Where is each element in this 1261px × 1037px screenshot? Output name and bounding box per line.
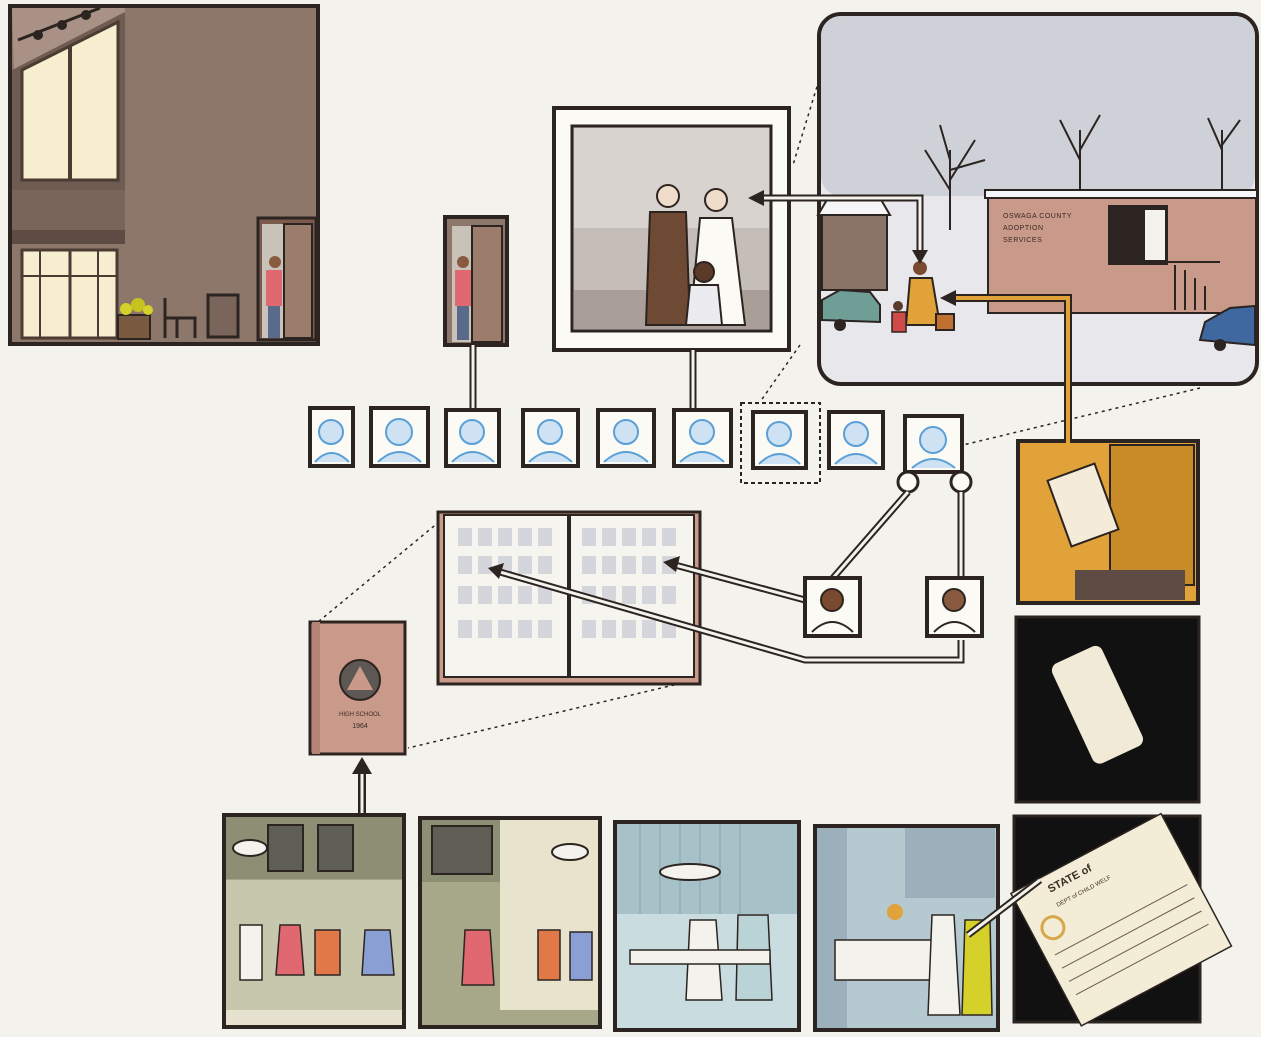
portrait-frame [446,410,499,466]
portrait-frame [674,410,731,466]
pill-bottle-panel [1016,617,1199,802]
arrow-hallway-to-yearbook [352,757,372,815]
open-yearbook [438,512,700,684]
operating-room-panel [615,822,799,1030]
father-portrait [927,578,982,636]
portrait-frame [829,412,883,468]
house-interior-panel [10,6,318,344]
portrait-strip [310,403,962,483]
parent-connectors [833,472,971,578]
mother-portrait [805,578,860,636]
portrait-frame [310,408,353,466]
sign-line-3: SERVICES [1003,237,1042,244]
small-doorway-panel [445,217,507,410]
sign-line-2: ADOPTION [1003,225,1044,232]
mustard-document-panel [1018,441,1198,603]
portrait-frame-infant [905,416,962,472]
hospital-room-panel [815,826,1040,1030]
portrait-frame [598,410,654,466]
school-hallway-panel-2 [420,818,600,1027]
portrait-frame [523,410,578,466]
document-panel: STATE of DEPT of CHILD WELF [1011,814,1232,1026]
yearbook-cover-line-1: HIGH SCHOOL [339,712,382,718]
portrait-frame [371,408,428,466]
doorway [258,218,316,340]
wedding-photo-frame [554,108,789,412]
portrait-frame-highlighted [741,403,820,483]
closed-yearbook: HIGH SCHOOL 1964 [310,622,405,754]
sign-line-1: OSWAGA COUNTY [1003,213,1072,220]
yearbook-cover-line-2: 1964 [352,723,368,730]
school-hallway-panel-1 [224,815,404,1027]
lower-windows [22,250,117,338]
